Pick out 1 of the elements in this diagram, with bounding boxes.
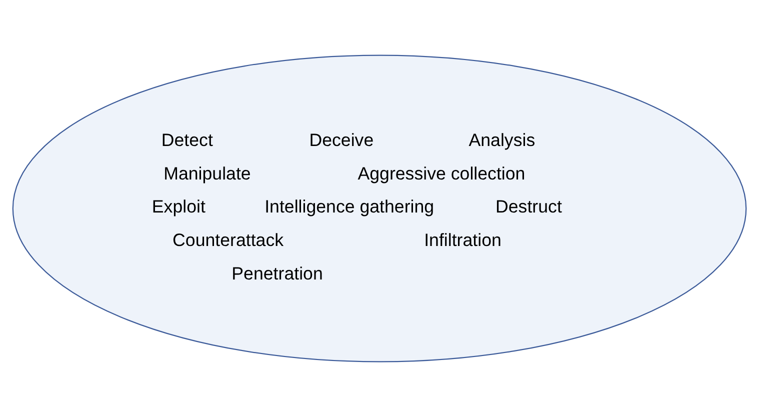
node-ellipse: Detect Deceive Analysis Manipulate Aggressive collection Exploit Intelligence gathering Destruct Counterattack Infiltration Penetration (12, 54, 747, 362)
